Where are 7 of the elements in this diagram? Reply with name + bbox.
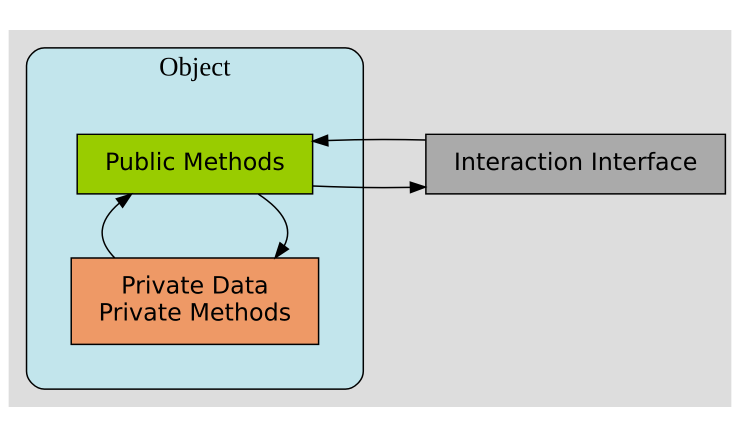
arrow (102, 192, 134, 258)
node-box: Private Data Private Methods (70, 256, 320, 345)
arrow (312, 180, 428, 194)
arrow (310, 134, 426, 146)
arrow (258, 193, 290, 260)
node-box: Interaction Interface (425, 133, 726, 194)
node-box: Public Methods (76, 133, 314, 194)
